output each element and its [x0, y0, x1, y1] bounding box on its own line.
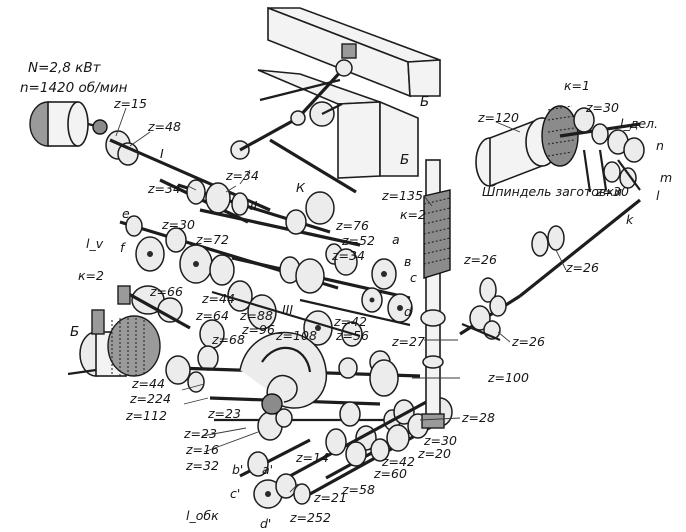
label-k1: к=1 [564, 78, 590, 93]
shaft-III [199, 191, 361, 247]
label-ldel: l_дел. [620, 116, 658, 131]
spindle-transmission [459, 198, 641, 342]
label-z66: z=66 [149, 284, 183, 299]
label-z15: z=15 [113, 96, 147, 111]
label-b1: b' [232, 462, 243, 477]
label-K: К [296, 180, 306, 195]
label-d: d [404, 304, 412, 319]
label-z224: z=224 [129, 391, 171, 406]
gear-block-left [119, 215, 339, 290]
workpiece-spindle [475, 105, 645, 193]
label-z112: z=112 [125, 408, 167, 423]
shaft-and-part-labels: I II III К l_v l_дел. l_обк f e l k m n … [70, 94, 672, 531]
label-B-top: Б [420, 94, 429, 110]
label-z135: z=135 [381, 188, 423, 203]
label-z58: z=58 [341, 482, 375, 497]
label-z42b: z=42 [381, 454, 415, 469]
label-z34b: z=34 [225, 168, 259, 183]
label-z30d: z=30 [423, 433, 457, 448]
label-z30b: z=30 [585, 100, 619, 115]
label-l: l [656, 188, 660, 203]
label-c: c [410, 270, 417, 285]
label-z64: z=64 [195, 308, 229, 323]
label-k-small: k [626, 212, 634, 227]
label-k2b: к=2 [78, 268, 104, 283]
crank-lever [230, 59, 357, 194]
label-shaft-III: III [282, 302, 293, 317]
tool-head-frame [257, 6, 441, 179]
label-z14: z=14 [295, 450, 329, 465]
label-z44a: z=44 [201, 291, 235, 306]
gear-block-middle [197, 243, 413, 371]
label-z30a: z=30 [161, 217, 195, 232]
label-z28: z=28 [461, 410, 495, 425]
gear-labels: z=15 z=48 z=34 z=34 z=30 z=72 z=135 к=2 … [78, 78, 629, 525]
electric-motor [29, 101, 108, 147]
label-z20: z=20 [417, 446, 451, 461]
label-z21: z=21 [313, 490, 347, 505]
label-z23b: z=23 [183, 426, 217, 441]
motor-speed-label: n=1420 об/мин [20, 80, 128, 96]
label-z26b: z=26 [565, 260, 599, 275]
label-shaft-I: I [160, 146, 164, 161]
lower-shafts [165, 350, 421, 451]
label-z23a: z=23 [207, 406, 241, 421]
label-z30c: z=30 [595, 184, 629, 199]
label-z76: z=76 [335, 218, 369, 233]
label-z48: z=48 [147, 119, 181, 134]
label-z34c: z=34 [331, 248, 365, 263]
label-z72: z=72 [195, 232, 229, 247]
label-z52: z=52 [341, 233, 375, 248]
label-z34a: z=34 [147, 181, 181, 196]
leader-lines [115, 107, 567, 493]
label-spindle: Шпиндель заготовки [482, 184, 622, 199]
label-z252: z=252 [289, 510, 331, 525]
label-d1: d' [260, 516, 271, 531]
label-a: a [392, 232, 400, 247]
label-b: в [404, 254, 411, 269]
label-f: f [120, 240, 126, 255]
label-c1: c' [230, 486, 240, 501]
label-z96: z=96 [241, 322, 275, 337]
label-B-left: Б [70, 324, 79, 340]
motor-power-label: N=2,8 кВт [28, 60, 102, 76]
label-z88: z=88 [239, 308, 273, 323]
label-z26a: z=26 [463, 252, 497, 267]
label-n: n [656, 138, 664, 153]
label-z42a: z=42 [333, 314, 367, 329]
label-z100: z=100 [487, 370, 529, 385]
label-z44b: z=44 [131, 376, 165, 391]
label-z108: z=108 [275, 328, 317, 343]
label-e: e [122, 206, 130, 221]
label-shaft-II: II [250, 198, 258, 213]
label-z56: z=56 [335, 328, 369, 343]
label-a1: a' [262, 462, 273, 477]
label-B-mid: Б [400, 152, 409, 168]
label-z120: z=120 [477, 110, 519, 125]
sector-cam [239, 331, 328, 415]
feed-box [67, 285, 191, 378]
label-m: m [660, 170, 672, 185]
label-z26c: z=26 [511, 334, 545, 349]
label-z60: z=60 [373, 466, 407, 481]
label-z68: z=68 [211, 332, 245, 347]
label-z27: z=27 [391, 334, 425, 349]
label-lobk: l_обк [186, 508, 219, 523]
label-z16: z=16 [185, 442, 219, 457]
motor-labels: N=2,8 кВт n=1420 об/мин [20, 60, 128, 96]
label-z32: z=32 [185, 458, 219, 473]
label-k2a: к=2 [400, 207, 426, 222]
label-lv: l_v [86, 236, 104, 251]
vertical-column [420, 159, 451, 429]
